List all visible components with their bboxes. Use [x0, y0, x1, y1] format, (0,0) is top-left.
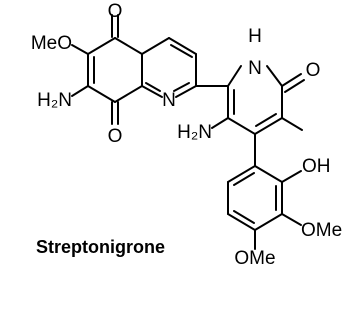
bond-c5-c6 [87, 37, 116, 55]
bond-c5p-nh2 [211, 117, 229, 129]
pyridone-oxygen-label: O [306, 60, 321, 81]
bond-b6-b1-double [233, 172, 255, 186]
bond-c5-c4a [114, 37, 143, 55]
bond-b3-ome [281, 213, 302, 226]
oxygen-top-label: O [108, 1, 123, 22]
oxygen-bottom-label: O [108, 126, 123, 147]
bond-c7-c8 [87, 85, 116, 103]
bond-n1-c8a-double [145, 82, 161, 92]
bond-n1p-c2p [266, 65, 283, 87]
bond-b2-oh [281, 170, 302, 183]
bond-c4p-c5p [227, 117, 256, 135]
bond-c6p-n1p [227, 65, 242, 87]
bond-c2-n1 [175, 85, 197, 98]
bonds [71, 14, 305, 250]
amine-left-label: H₂N [37, 90, 72, 111]
quinoline-nitrogen-label: N [162, 90, 176, 111]
bond-c3p-c4p-double [255, 113, 277, 127]
bond-c3p-c4p [254, 117, 283, 135]
nh-hydrogen-label: H [248, 26, 262, 47]
methoxy-bottom-label: OMe [234, 248, 275, 269]
amine-middle-label: H₂N [177, 122, 212, 143]
bond-c4-c3 [168, 37, 197, 55]
pyridone-nitrogen-label: N [248, 58, 262, 79]
bond-c2p-o [281, 73, 302, 87]
bond-b3-b4 [254, 213, 283, 231]
bond-c3p-methyl [281, 117, 303, 131]
compound-name: Streptonigrone [36, 237, 165, 257]
bond-c6-ome [71, 44, 89, 55]
atom-labels: O MeO H₂N O N H N O H₂N OH OMe OMe [31, 1, 342, 269]
bond-b1-b2 [254, 165, 283, 183]
bond-c2-n1-double [173, 82, 190, 92]
bond-c8-c8a [114, 85, 143, 103]
methoxy-right-label: OMe [301, 220, 342, 241]
bond-c2p-o-double [284, 79, 305, 93]
hydroxyl-label: OH [302, 156, 331, 177]
bond-c4-c3-double [170, 44, 193, 58]
bond-b6-b1 [227, 165, 256, 183]
bond-n1-c8a [141, 85, 163, 98]
bond-b4-b5-double [233, 210, 255, 224]
bond-c4a-c4 [141, 37, 170, 55]
methoxy-left-label: MeO [31, 33, 72, 54]
bond-c7-nh2 [71, 85, 89, 97]
bond-b4-b5 [227, 213, 256, 231]
